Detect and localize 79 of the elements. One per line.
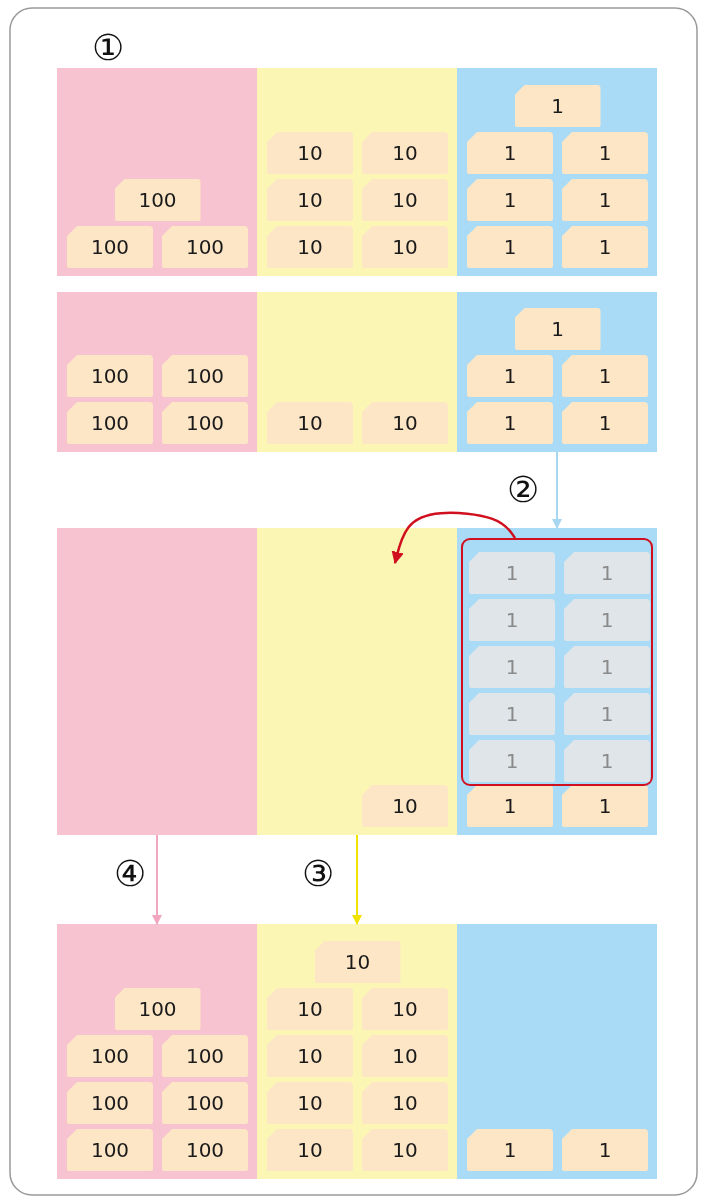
- number-card: 100: [162, 1035, 248, 1077]
- step-number: ③: [302, 856, 335, 892]
- number-card: 1: [564, 552, 650, 594]
- number-card: 10: [362, 402, 448, 444]
- arrow: [352, 834, 362, 925]
- number-card: 10: [267, 1129, 353, 1171]
- number-card: 10: [362, 785, 448, 827]
- number-card: 10: [314, 941, 401, 983]
- number-card: 10: [267, 226, 353, 268]
- number-card: 10: [362, 179, 448, 221]
- number-card: 10: [362, 988, 448, 1030]
- number-card: 1: [562, 355, 648, 397]
- arrow: [152, 834, 162, 925]
- place-value-column: [457, 528, 657, 835]
- number-card: 10: [267, 988, 353, 1030]
- number-card: 10: [362, 1129, 448, 1171]
- place-value-column: [457, 68, 657, 276]
- number-card: 100: [162, 355, 248, 397]
- highlight-box: [461, 538, 653, 786]
- number-card: 1: [564, 599, 650, 641]
- number-card: 1: [469, 646, 555, 688]
- number-card: 100: [67, 1082, 153, 1124]
- number-card: 1: [564, 646, 650, 688]
- place-value-column: [57, 292, 257, 452]
- number-card: 100: [67, 355, 153, 397]
- number-card: 100: [67, 1129, 153, 1171]
- number-card: 100: [162, 1082, 248, 1124]
- number-card: 1: [469, 693, 555, 735]
- number-card: 10: [267, 1082, 353, 1124]
- number-card: 10: [267, 179, 353, 221]
- arrow: [552, 451, 562, 529]
- number-card: 1: [467, 402, 553, 444]
- number-card: 1: [469, 740, 555, 782]
- number-card: 1: [514, 308, 601, 350]
- number-card: 10: [267, 132, 353, 174]
- number-card: 1: [514, 85, 601, 127]
- number-card: 1: [562, 1129, 648, 1171]
- number-card: 1: [467, 355, 553, 397]
- number-card: 10: [362, 1082, 448, 1124]
- number-card: 1: [564, 693, 650, 735]
- place-value-column: [257, 528, 457, 835]
- number-card: 100: [114, 988, 201, 1030]
- number-card: 1: [562, 179, 648, 221]
- number-card: 1: [562, 402, 648, 444]
- number-card: 1: [562, 785, 648, 827]
- step-number: ①: [92, 30, 125, 66]
- number-card: 1: [467, 179, 553, 221]
- number-card: 1: [467, 1129, 553, 1171]
- place-value-column: [257, 68, 457, 276]
- number-card: 100: [162, 226, 248, 268]
- number-card: 10: [362, 226, 448, 268]
- arrow: [391, 511, 517, 565]
- number-card: 100: [67, 1035, 153, 1077]
- number-card: 10: [267, 1035, 353, 1077]
- place-value-column: [57, 528, 257, 835]
- place-value-column: [257, 292, 457, 452]
- number-card: 100: [67, 226, 153, 268]
- place-value-column: [457, 924, 657, 1179]
- number-card: 10: [267, 402, 353, 444]
- place-value-column: [257, 924, 457, 1179]
- number-card: 10: [362, 132, 448, 174]
- place-value-column: [457, 292, 657, 452]
- number-card: 1: [562, 226, 648, 268]
- number-card: 1: [564, 740, 650, 782]
- step-number: ④: [114, 856, 147, 892]
- place-value-column: [57, 68, 257, 276]
- number-card: 1: [562, 132, 648, 174]
- number-card: 100: [114, 179, 201, 221]
- number-card: 1: [467, 226, 553, 268]
- number-card: 1: [467, 132, 553, 174]
- number-card: 100: [162, 402, 248, 444]
- number-card: 1: [467, 785, 553, 827]
- number-card: 1: [469, 552, 555, 594]
- place-value-column: [57, 924, 257, 1179]
- number-card: 10: [362, 1035, 448, 1077]
- number-card: 100: [162, 1129, 248, 1171]
- step-number: ②: [507, 472, 540, 508]
- number-card: 100: [67, 402, 153, 444]
- number-card: 1: [469, 599, 555, 641]
